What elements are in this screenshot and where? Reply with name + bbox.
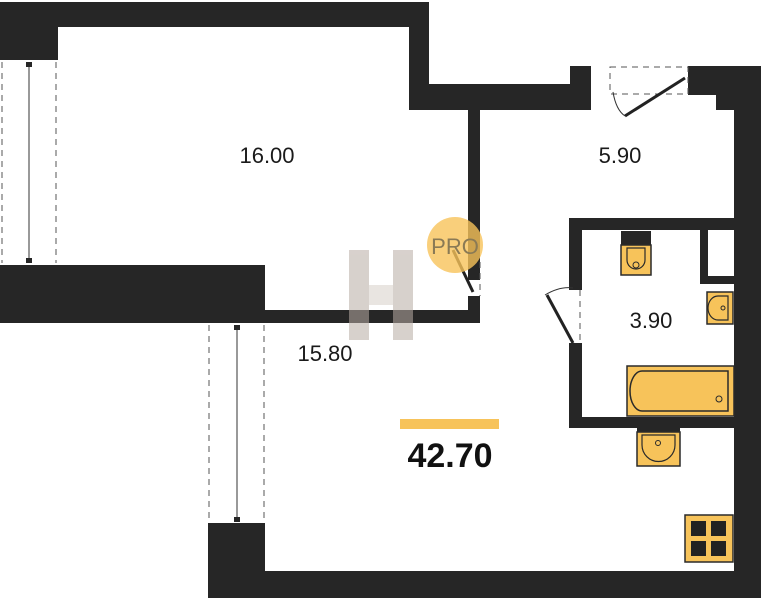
watermark-pro-text: PRO (431, 234, 479, 259)
total-area-label: 42.70 (407, 437, 492, 475)
kitchen-sink-icon (636, 428, 681, 467)
bathroom-door[interactable] (544, 287, 581, 344)
sink-icon (706, 291, 734, 325)
window-left (1, 62, 57, 263)
watermark-logo (349, 250, 413, 340)
watermark-pro-badge: PRO (427, 217, 483, 273)
bathroom-area-label: 3.90 (630, 308, 673, 333)
toilet-icon (620, 231, 652, 276)
bathtub-icon (626, 365, 735, 417)
room-area-label: 16.00 (239, 143, 294, 168)
window-bottom-left (208, 325, 265, 522)
total-area-accent-bar (400, 419, 499, 429)
stove-icon (684, 514, 734, 563)
entrance-door[interactable] (609, 66, 689, 118)
hallway-area-label: 5.90 (599, 143, 642, 168)
kitchen-living-area-label: 15.80 (297, 341, 352, 366)
